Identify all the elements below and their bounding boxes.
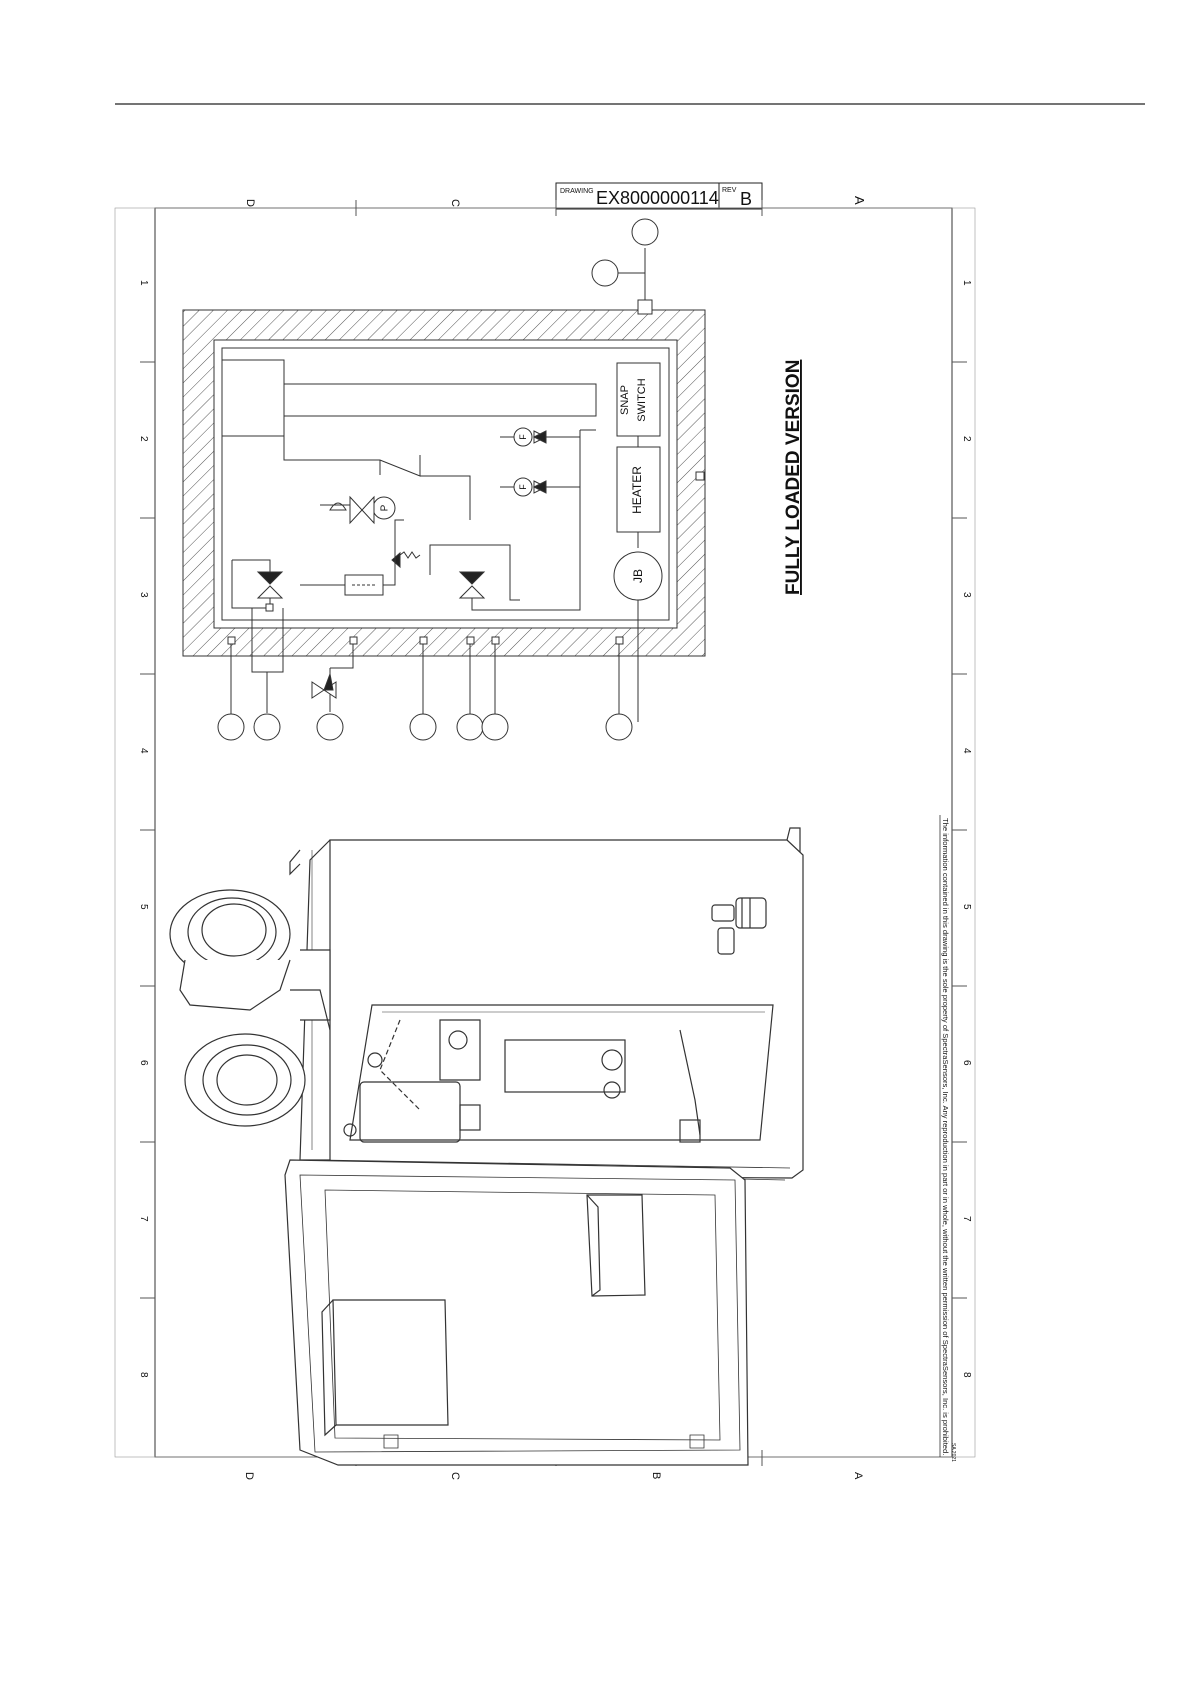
snap-switch-label-2: SWITCH xyxy=(636,378,648,421)
title-block: DRAWING EX8000000114 REV B xyxy=(555,182,763,210)
flow-meter-1-label: F xyxy=(518,434,528,440)
callout-balloon-3 xyxy=(316,713,344,741)
shutoff-valve-upper xyxy=(256,571,284,599)
junction-box-label: JB xyxy=(631,569,645,583)
zone-letters-top: D C A xyxy=(244,196,867,207)
cabinet-illustration xyxy=(169,827,804,1466)
zone-number-1-left: 1 xyxy=(138,280,149,286)
tube-fitting xyxy=(711,897,767,955)
zone-numbers-right: 1 2 3 4 5 6 7 8 xyxy=(961,280,972,1378)
pressure-gauge-label: P xyxy=(380,504,391,511)
analyzer-block xyxy=(221,359,285,437)
door-document-pocket xyxy=(332,1299,449,1426)
needle-valve-2 xyxy=(532,480,548,494)
zone-number-3-right: 3 xyxy=(961,592,972,598)
heater-box xyxy=(616,446,661,533)
zone-letter-c-bottom: C xyxy=(449,1472,461,1480)
zone-letter-d-bottom: D xyxy=(243,1472,255,1480)
zone-number-7-left: 7 xyxy=(138,1216,149,1222)
callout-balloon-8 xyxy=(631,218,659,246)
zone-number-2-right: 2 xyxy=(961,436,972,442)
needle-valve-1 xyxy=(532,430,548,444)
heater-label: HEATER xyxy=(630,466,644,514)
zone-number-6-right: 6 xyxy=(961,1060,972,1066)
interior-regulator xyxy=(439,1019,481,1081)
cabinet-interior xyxy=(349,1004,774,1141)
snap-switch-label-1: SNAP xyxy=(619,385,631,415)
relief-valve xyxy=(391,551,421,569)
callout-balloon-5 xyxy=(456,713,484,741)
callout-balloon-1 xyxy=(217,713,245,741)
zone-letter-c-top: C xyxy=(449,199,461,207)
inner-panel xyxy=(221,347,670,621)
check-valve xyxy=(379,455,421,477)
zone-number-8-left: 8 xyxy=(138,1372,149,1378)
zone-letter-a-top: A xyxy=(852,196,867,205)
zone-number-6-left: 6 xyxy=(138,1060,149,1066)
callout-balloon-7 xyxy=(605,713,633,741)
door-handle-slot xyxy=(586,1194,646,1297)
rev-label: REV xyxy=(722,187,737,194)
callout-balloon-2 xyxy=(253,713,281,741)
drawing-number: EX8000000114 xyxy=(596,188,719,208)
piping xyxy=(231,429,596,611)
callout-balloon-6 xyxy=(481,713,509,741)
callout-balloon-9 xyxy=(591,259,619,287)
zone-letter-b-bottom: B xyxy=(650,1472,662,1479)
copyright-footnote: SA 2021 xyxy=(950,1443,956,1462)
external-needle-valve xyxy=(311,672,337,699)
zone-number-5-right: 5 xyxy=(961,904,972,910)
shutoff-valve-lower xyxy=(458,571,486,599)
zone-numbers-left: 1 2 3 4 5 6 7 8 xyxy=(138,280,149,1378)
zone-number-5-left: 5 xyxy=(138,904,149,910)
zone-number-3-left: 3 xyxy=(138,592,149,598)
copyright-notice: The information contained in this drawin… xyxy=(941,818,950,1455)
pressure-regulator xyxy=(329,495,375,525)
snap-switch-box xyxy=(616,362,661,437)
rev-value: B xyxy=(740,189,752,209)
zone-number-4-right: 4 xyxy=(961,748,972,754)
zone-number-8-right: 8 xyxy=(961,1372,972,1378)
copyright-strip: The information contained in this drawin… xyxy=(939,815,956,1462)
zone-number-4-left: 4 xyxy=(138,748,149,754)
zone-number-2-left: 2 xyxy=(138,436,149,442)
drawing-label: DRAWING xyxy=(560,188,594,195)
zone-number-1-right: 1 xyxy=(961,280,972,286)
interior-heater-body xyxy=(504,1039,626,1093)
zone-letter-d-top: D xyxy=(244,199,256,207)
zone-letters-bottom: D C B A xyxy=(243,1472,864,1480)
callout-balloons xyxy=(217,218,659,741)
flow-meter-2-label: F xyxy=(518,484,528,490)
insulation-wall xyxy=(182,309,706,657)
explosion-proof-housing xyxy=(169,889,331,1127)
enclosure-schematic: SNAP SWITCH HEATER JB F F P xyxy=(182,218,804,741)
zone-letter-a-bottom: A xyxy=(852,1472,864,1480)
callout-balloon-4 xyxy=(409,713,437,741)
zone-number-7-right: 7 xyxy=(961,1216,972,1222)
sample-manifold xyxy=(283,383,597,417)
fully-loaded-title: FULLY LOADED VERSION xyxy=(783,360,804,595)
